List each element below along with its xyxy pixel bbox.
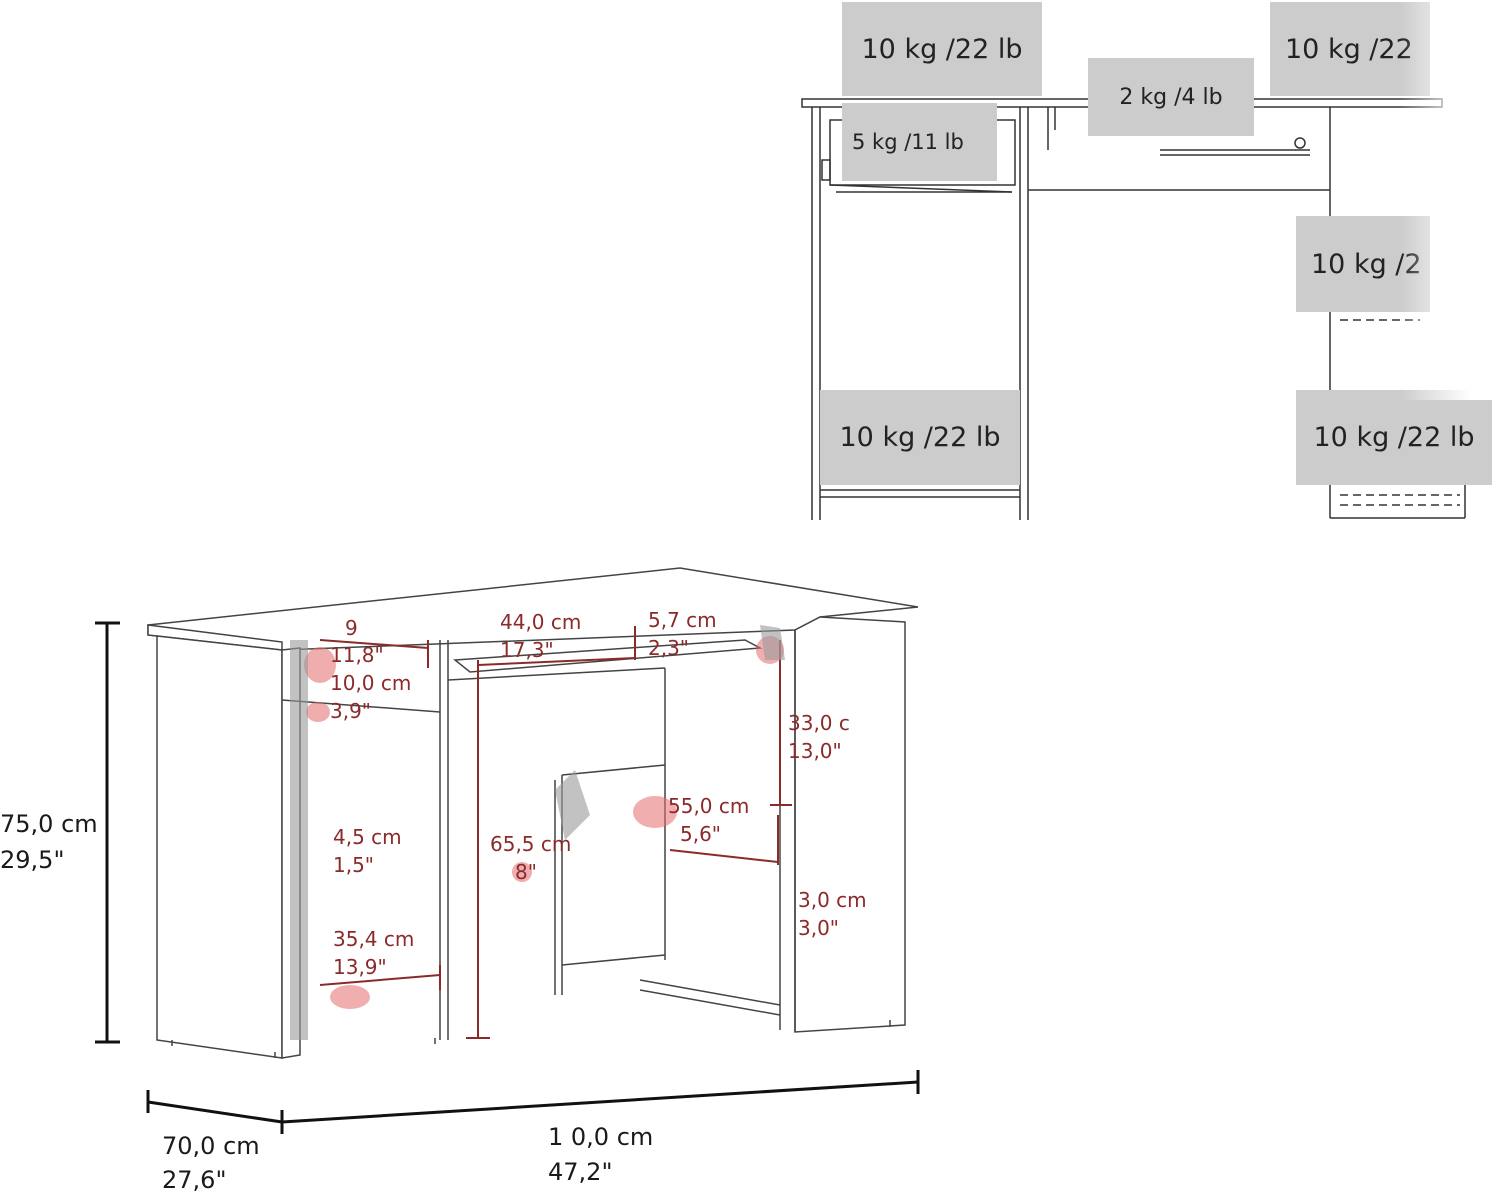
- black-dimension-lines: [95, 621, 920, 1134]
- keyboard-height-cm-label: 5,7 cm: [648, 608, 717, 632]
- lower-in-label: 13,9": [333, 955, 387, 979]
- plinth-cm-label: 3,0 cm: [798, 888, 867, 912]
- drawer-height-in-label: 3,9": [330, 699, 372, 723]
- load-label-bottom-left: 10 kg /22 lb: [820, 390, 1020, 485]
- isometric-desk-drawing: [147, 567, 919, 1059]
- knee-height-in-label: 8": [515, 860, 537, 884]
- height-in-label: 29,5": [0, 846, 65, 874]
- depth-cm-label: 70,0 cm: [162, 1132, 260, 1160]
- load-label-top-left: 10 kg /22 lb: [842, 2, 1042, 96]
- plinth-in-label: 3,0": [798, 916, 840, 940]
- side-gap-cm-label: 4,5 cm: [333, 825, 402, 849]
- width-cm-label: 1 0,0 cm: [548, 1123, 654, 1151]
- corner-width-in-label: 5,6": [680, 822, 722, 846]
- upper-shelf-cm-label: 33,0 c: [788, 711, 850, 735]
- load-label-tray: 2 kg /4 lb: [1088, 58, 1254, 136]
- load-label-drawer: 5 kg /11 lb: [842, 103, 997, 181]
- corner-width-cm-label: 55,0 cm: [668, 794, 750, 818]
- red-dimension-lines: [319, 626, 792, 1039]
- drawer-height-cm-label: 10,0 cm: [330, 671, 412, 695]
- keyboard-width-in-label: 17,3": [500, 638, 554, 662]
- height-cm-label: 75,0 cm: [0, 810, 98, 838]
- shelf-top-cm-label: 9: [345, 616, 358, 640]
- keyboard-height-in-label: 2,3": [648, 636, 690, 660]
- width-in-label: 47,2": [548, 1158, 613, 1186]
- side-gap-in-label: 1,5": [333, 853, 375, 877]
- depth-in-label: 27,6": [162, 1166, 227, 1194]
- shelf-top-in-label: 11,8": [330, 643, 384, 667]
- keyboard-width-cm-label: 44,0 cm: [500, 610, 582, 634]
- grey-blur-marks: [290, 625, 785, 1040]
- knee-height-cm-label: 65,5 cm: [490, 832, 572, 856]
- lower-cm-label: 35,4 cm: [333, 927, 415, 951]
- upper-shelf-in-label: 13,0": [788, 739, 842, 763]
- right-edge-fade: [1400, 0, 1500, 400]
- load-label-bottom-right: 10 kg /22 lb: [1296, 390, 1492, 485]
